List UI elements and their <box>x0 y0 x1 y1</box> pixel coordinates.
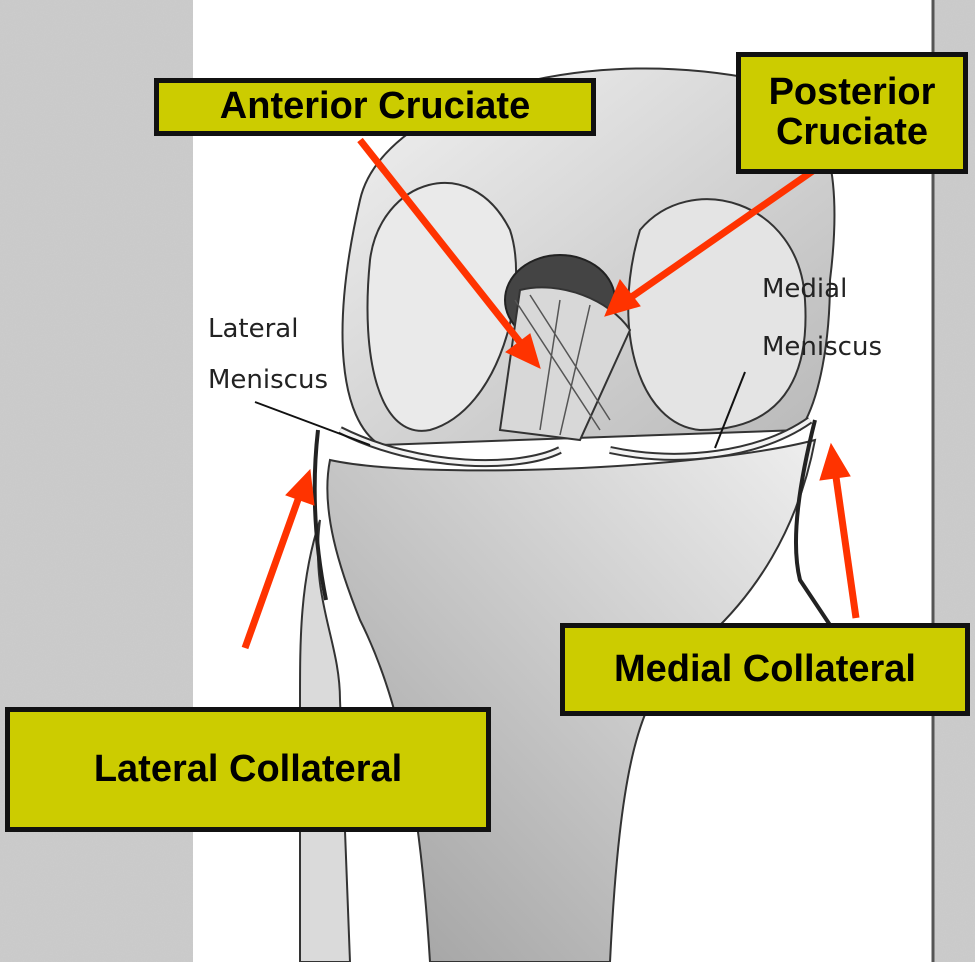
lateral-meniscus-text-1: Lateral <box>208 314 298 344</box>
medial-meniscus-text-1: Medial <box>762 274 847 304</box>
medial-meniscus-text-2: Meniscus <box>762 332 882 362</box>
label-anterior-cruciate-text: Anterior Cruciate <box>220 87 530 127</box>
label-lateral-collateral-text: Lateral Collateral <box>94 750 402 790</box>
label-posterior-cruciate-line1: Posterior <box>769 73 936 113</box>
label-posterior-cruciate-line2: Cruciate <box>776 113 928 153</box>
label-medial-collateral-text: Medial Collateral <box>614 650 916 690</box>
lateral-meniscus-text-2: Meniscus <box>208 365 328 395</box>
label-anterior-cruciate: Anterior Cruciate <box>154 78 596 136</box>
label-lateral-collateral: Lateral Collateral <box>5 707 491 832</box>
label-medial-collateral: Medial Collateral <box>560 623 970 716</box>
label-posterior-cruciate: Posterior Cruciate <box>736 52 968 174</box>
